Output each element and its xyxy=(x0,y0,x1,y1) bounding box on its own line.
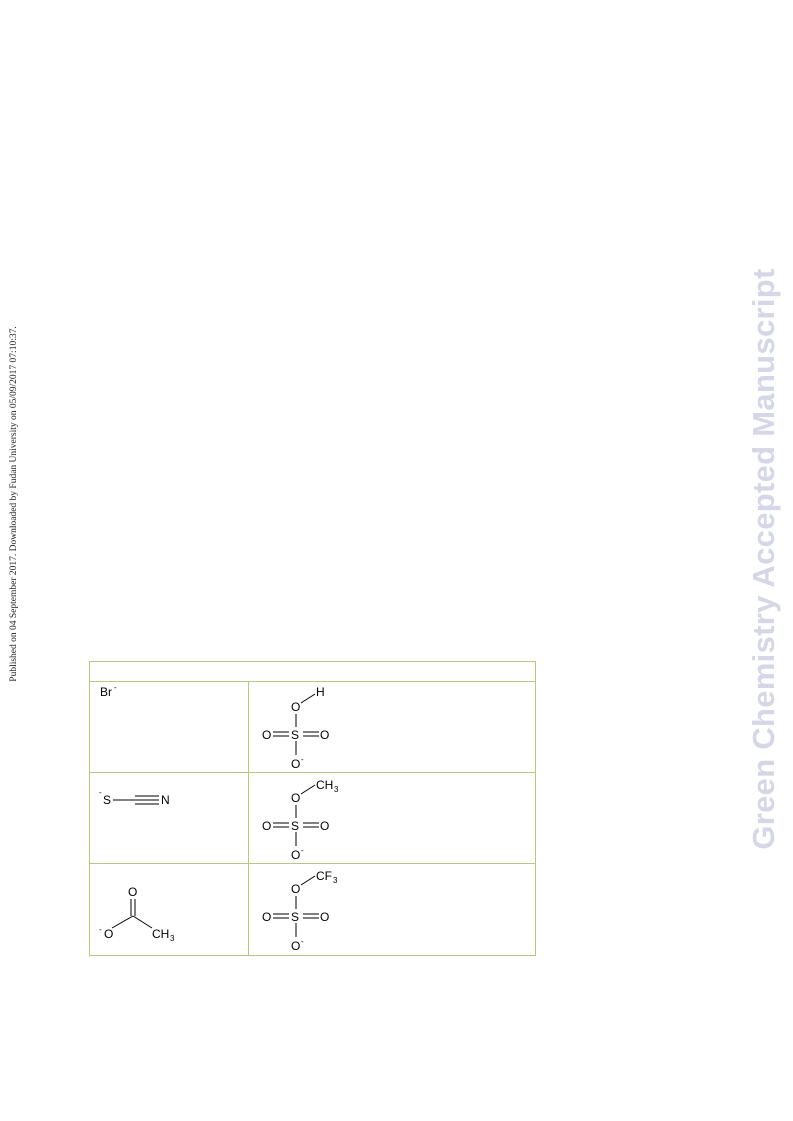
atom-o-left: O xyxy=(262,728,271,742)
charge-minus: - xyxy=(301,846,304,855)
acetate-charge: - xyxy=(99,925,102,934)
thiocyanate-structure: - S N xyxy=(99,788,170,807)
table-row: O - O CH 3 xyxy=(90,864,535,955)
thiocyanate-bonds xyxy=(113,795,159,805)
atom-top: CF xyxy=(316,869,332,883)
acetate-ch: CH xyxy=(152,927,169,941)
acetate-ch-subscript: 3 xyxy=(170,934,175,943)
atom-o-left: O xyxy=(262,819,271,833)
atom-o-bottom: O xyxy=(291,848,300,862)
bond-lines xyxy=(273,784,319,846)
atom-o-left: O xyxy=(262,910,271,924)
bond-o-h xyxy=(300,693,316,704)
sulfonate-cell-hydrogen: H O S O O O - xyxy=(249,682,535,772)
anion-cell-acetate: O - O CH 3 xyxy=(90,864,249,955)
atom-top: H xyxy=(316,685,325,699)
atom-o-link: O xyxy=(291,700,300,714)
bromide-charge: - xyxy=(114,683,117,692)
publication-note: Published on 04 September 2017. Download… xyxy=(9,326,19,682)
atom-o-right: O xyxy=(320,819,329,833)
atom-s: S xyxy=(291,819,299,833)
bond-lines xyxy=(273,875,319,937)
anion-cell-thiocyanate: - S N xyxy=(90,773,249,863)
atom-o-right: O xyxy=(320,910,329,924)
atom-o-right: O xyxy=(320,728,329,742)
atom-o-bottom: O xyxy=(291,757,300,771)
bromide-structure: Br - xyxy=(100,683,117,699)
bromide-label: Br xyxy=(100,685,112,699)
acetate-o: O xyxy=(104,927,113,941)
atom-o-link: O xyxy=(291,791,300,805)
bond-o-cf3 xyxy=(300,875,316,886)
table-header-row xyxy=(90,662,535,682)
sulfonate-cell-methyl: CH 3 O S O O O - xyxy=(249,773,535,863)
table-row: Br - H O S O O O xyxy=(90,682,535,773)
bond-c-o xyxy=(111,915,134,929)
acetate-bonds xyxy=(111,899,153,929)
hydrogen-sulfate-structure: H O S O O O - xyxy=(262,685,329,771)
charge-minus: - xyxy=(301,937,304,946)
atom-top-subscript: 3 xyxy=(334,785,339,794)
thiocyanate-s: S xyxy=(103,793,111,807)
thiocyanate-n: N xyxy=(161,793,170,807)
accepted-manuscript-watermark: Green Chemistry Accepted Manuscript xyxy=(746,268,781,850)
acetate-o-top: O xyxy=(128,885,137,899)
sulfonate-cell-triflate: CF 3 O S O O O - xyxy=(249,864,535,955)
charge-minus: - xyxy=(301,755,304,764)
atom-s: S xyxy=(291,910,299,924)
methyl-sulfate-structure: CH 3 O S O O O - xyxy=(262,778,339,862)
atom-top-subscript: 3 xyxy=(333,876,338,885)
anion-structure-table: Br - H O S O O O xyxy=(89,661,536,956)
triflate-structure: CF 3 O S O O O - xyxy=(262,869,338,953)
bond-lines xyxy=(273,693,319,755)
atom-s: S xyxy=(291,728,299,742)
atom-o-link: O xyxy=(291,882,300,896)
bond-o-ch3 xyxy=(300,784,316,795)
atom-top: CH xyxy=(316,778,333,792)
acetate-structure: O - O CH 3 xyxy=(99,885,175,943)
thiocyanate-charge: - xyxy=(99,788,102,797)
table-row: - S N xyxy=(90,773,535,864)
atom-o-bottom: O xyxy=(291,939,300,953)
anion-cell-bromide: Br - xyxy=(90,682,249,772)
bond-c-ch3 xyxy=(132,915,153,929)
